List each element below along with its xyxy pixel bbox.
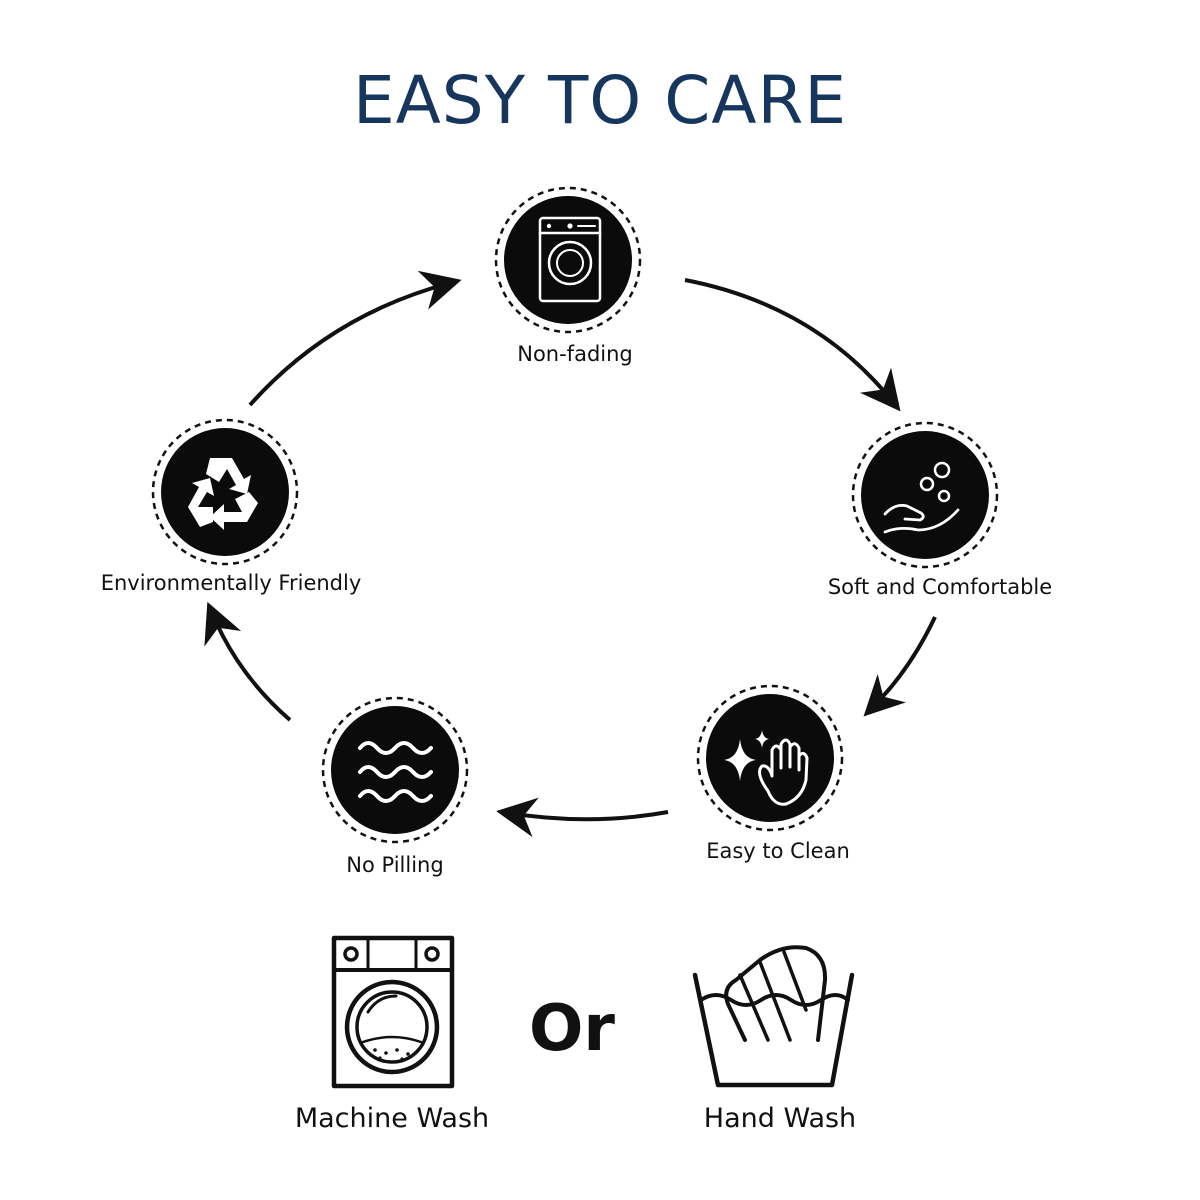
machine-wash-label: Machine Wash: [295, 1103, 489, 1134]
cycle-label-environmentally-friendly: Environmentally Friendly: [101, 571, 362, 595]
cycle-label-no-pilling: No Pilling: [346, 853, 443, 877]
cycle-label-non-fading: Non-fading: [517, 342, 633, 366]
waves-icon: [358, 741, 433, 803]
machine-wash-icon: [331, 935, 455, 1089]
arrow-nonfading-to-soft: [684, 278, 901, 412]
page-title: EASY TO CARE: [353, 62, 847, 139]
arrow-easyclean-to-nopilling: [496, 797, 669, 838]
soft-hand-bubbles-icon: [883, 461, 960, 534]
arrow-soft-to-easyclean: [863, 616, 937, 717]
cycle-arrows: [204, 270, 937, 838]
arrow-nopilling-to-environment: [204, 601, 292, 722]
cycle-label-soft-and-comfortable: Soft and Comfortable: [828, 575, 1052, 599]
arrow-environment-to-nonfading: [248, 270, 462, 407]
recycle-icon: [188, 458, 258, 530]
machine-wash-group: Machine Wash: [295, 935, 489, 1134]
cycle-node-non-fading: Non-fading: [494, 186, 642, 366]
hand-wash-icon: [692, 945, 855, 1088]
cycle-node-easy-to-clean: Easy to Clean: [696, 684, 850, 863]
washing-machine-icon: [538, 216, 602, 303]
or-text: Or: [529, 992, 615, 1066]
hand-wash-label: Hand Wash: [704, 1103, 856, 1134]
cycle-node-soft-and-comfortable: Soft and Comfortable: [828, 421, 1052, 599]
cycle-node-no-pilling: No Pilling: [321, 696, 469, 877]
sparkle-glove-icon: [724, 730, 809, 806]
cycle-label-easy-to-clean: Easy to Clean: [706, 839, 850, 863]
hand-wash-group: Hand Wash: [692, 945, 856, 1134]
cycle-node-environmentally-friendly: Environmentally Friendly: [101, 418, 362, 595]
